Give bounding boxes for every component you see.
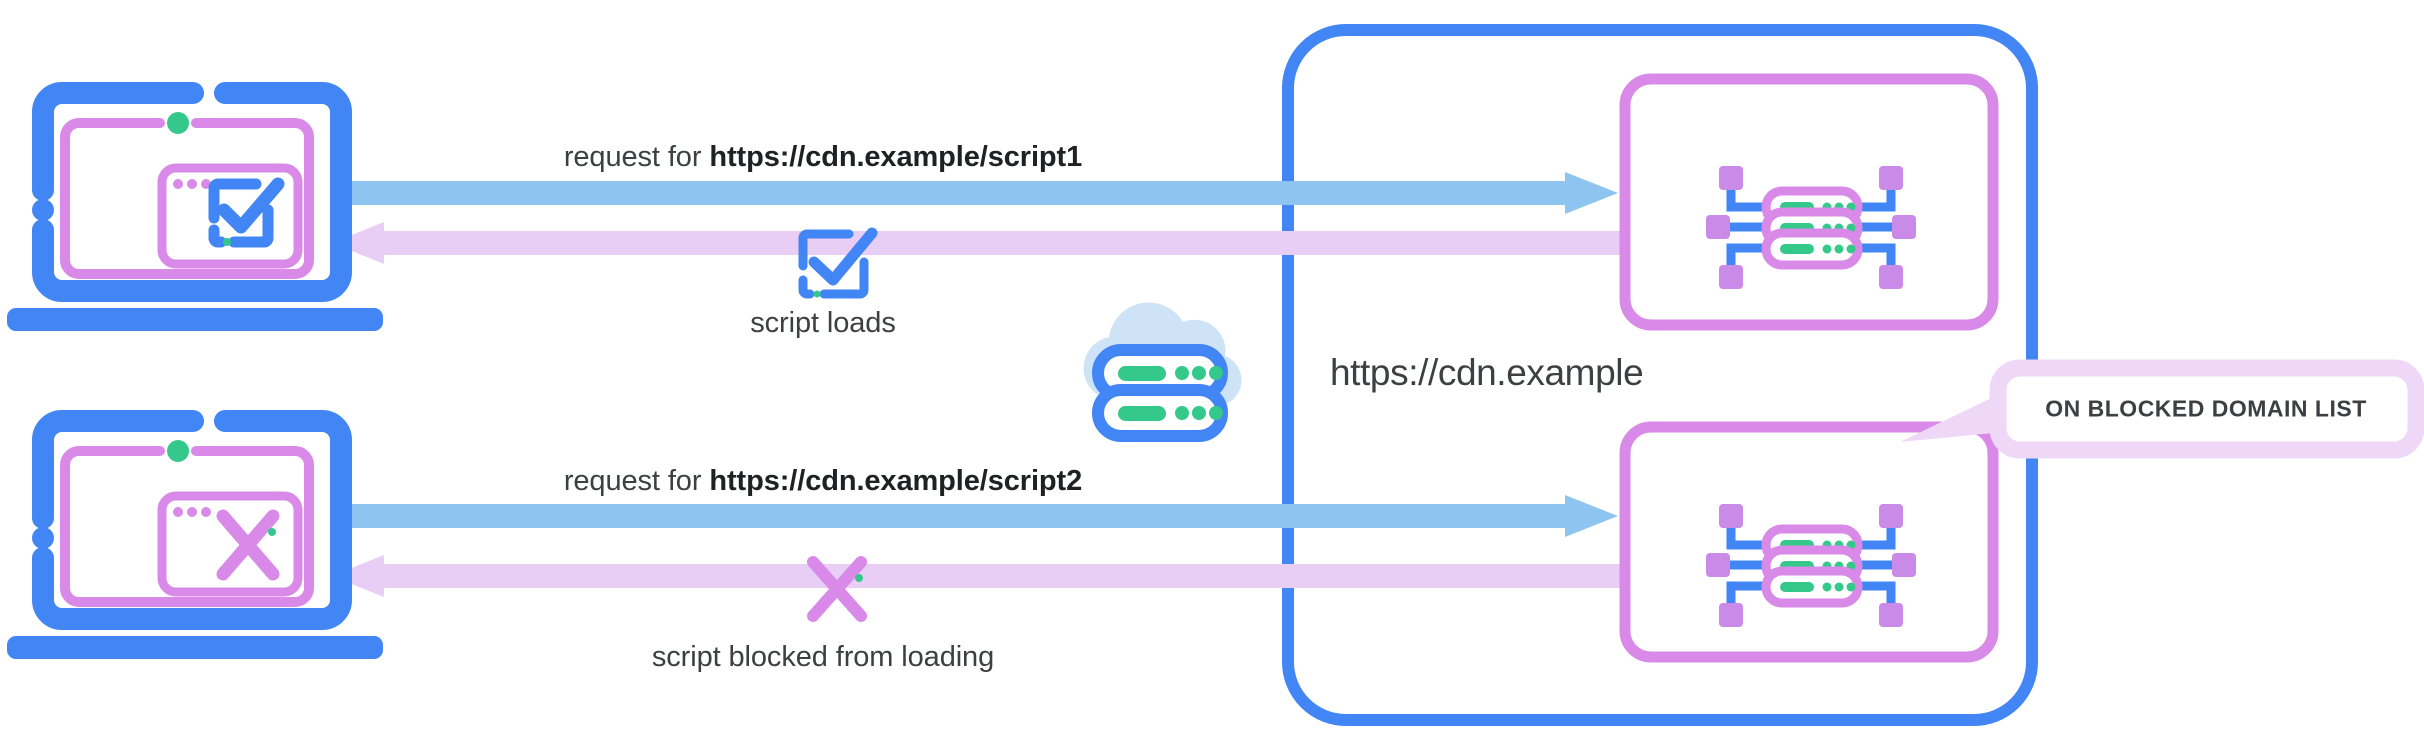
request-label-script1: request for https://cdn.example/script1 — [564, 140, 1082, 175]
status-dot-icon — [167, 440, 189, 462]
request-arrow-script1 — [330, 172, 1618, 214]
client-laptop-script1 — [7, 82, 383, 331]
blocked-domain-callout — [1900, 359, 2424, 459]
script-loads-check-icon — [798, 227, 878, 299]
request-url-script1: https://cdn.example/script1 — [709, 141, 1083, 173]
status-dot-icon — [167, 112, 189, 134]
request-url-script2: https://cdn.example/script2 — [709, 465, 1083, 497]
cloud-server-icon — [1083, 302, 1242, 442]
response-arrow-script2 — [332, 555, 1632, 597]
server-label-script1: /script1 — [0, 0, 1212, 37]
cross-icon — [216, 509, 280, 581]
check-box-icon — [208, 177, 285, 248]
request-label-script2: request for https://cdn.example/script2 — [564, 464, 1082, 499]
server-rack-icon-script1 — [1706, 166, 1916, 289]
request-arrow-script2 — [330, 495, 1618, 537]
response-arrow-script1 — [332, 222, 1632, 264]
server-label-script2: /script2 — [0, 37, 1212, 74]
blocked-domain-callout-label: ON BLOCKED DOMAIN LIST — [2045, 395, 2367, 422]
request-prefix-script2: request for — [563, 465, 710, 497]
script-blocked-cross-icon — [807, 556, 867, 622]
result-label-script1: script loads — [750, 307, 896, 339]
client-laptop-script2 — [7, 410, 383, 659]
request-prefix-script1: request for — [563, 141, 710, 173]
cdn-domain-label: https://cdn.example — [1330, 352, 1644, 393]
result-label-script2: script blocked from loading — [651, 641, 995, 673]
server-rack-icon-script2 — [1706, 504, 1916, 627]
